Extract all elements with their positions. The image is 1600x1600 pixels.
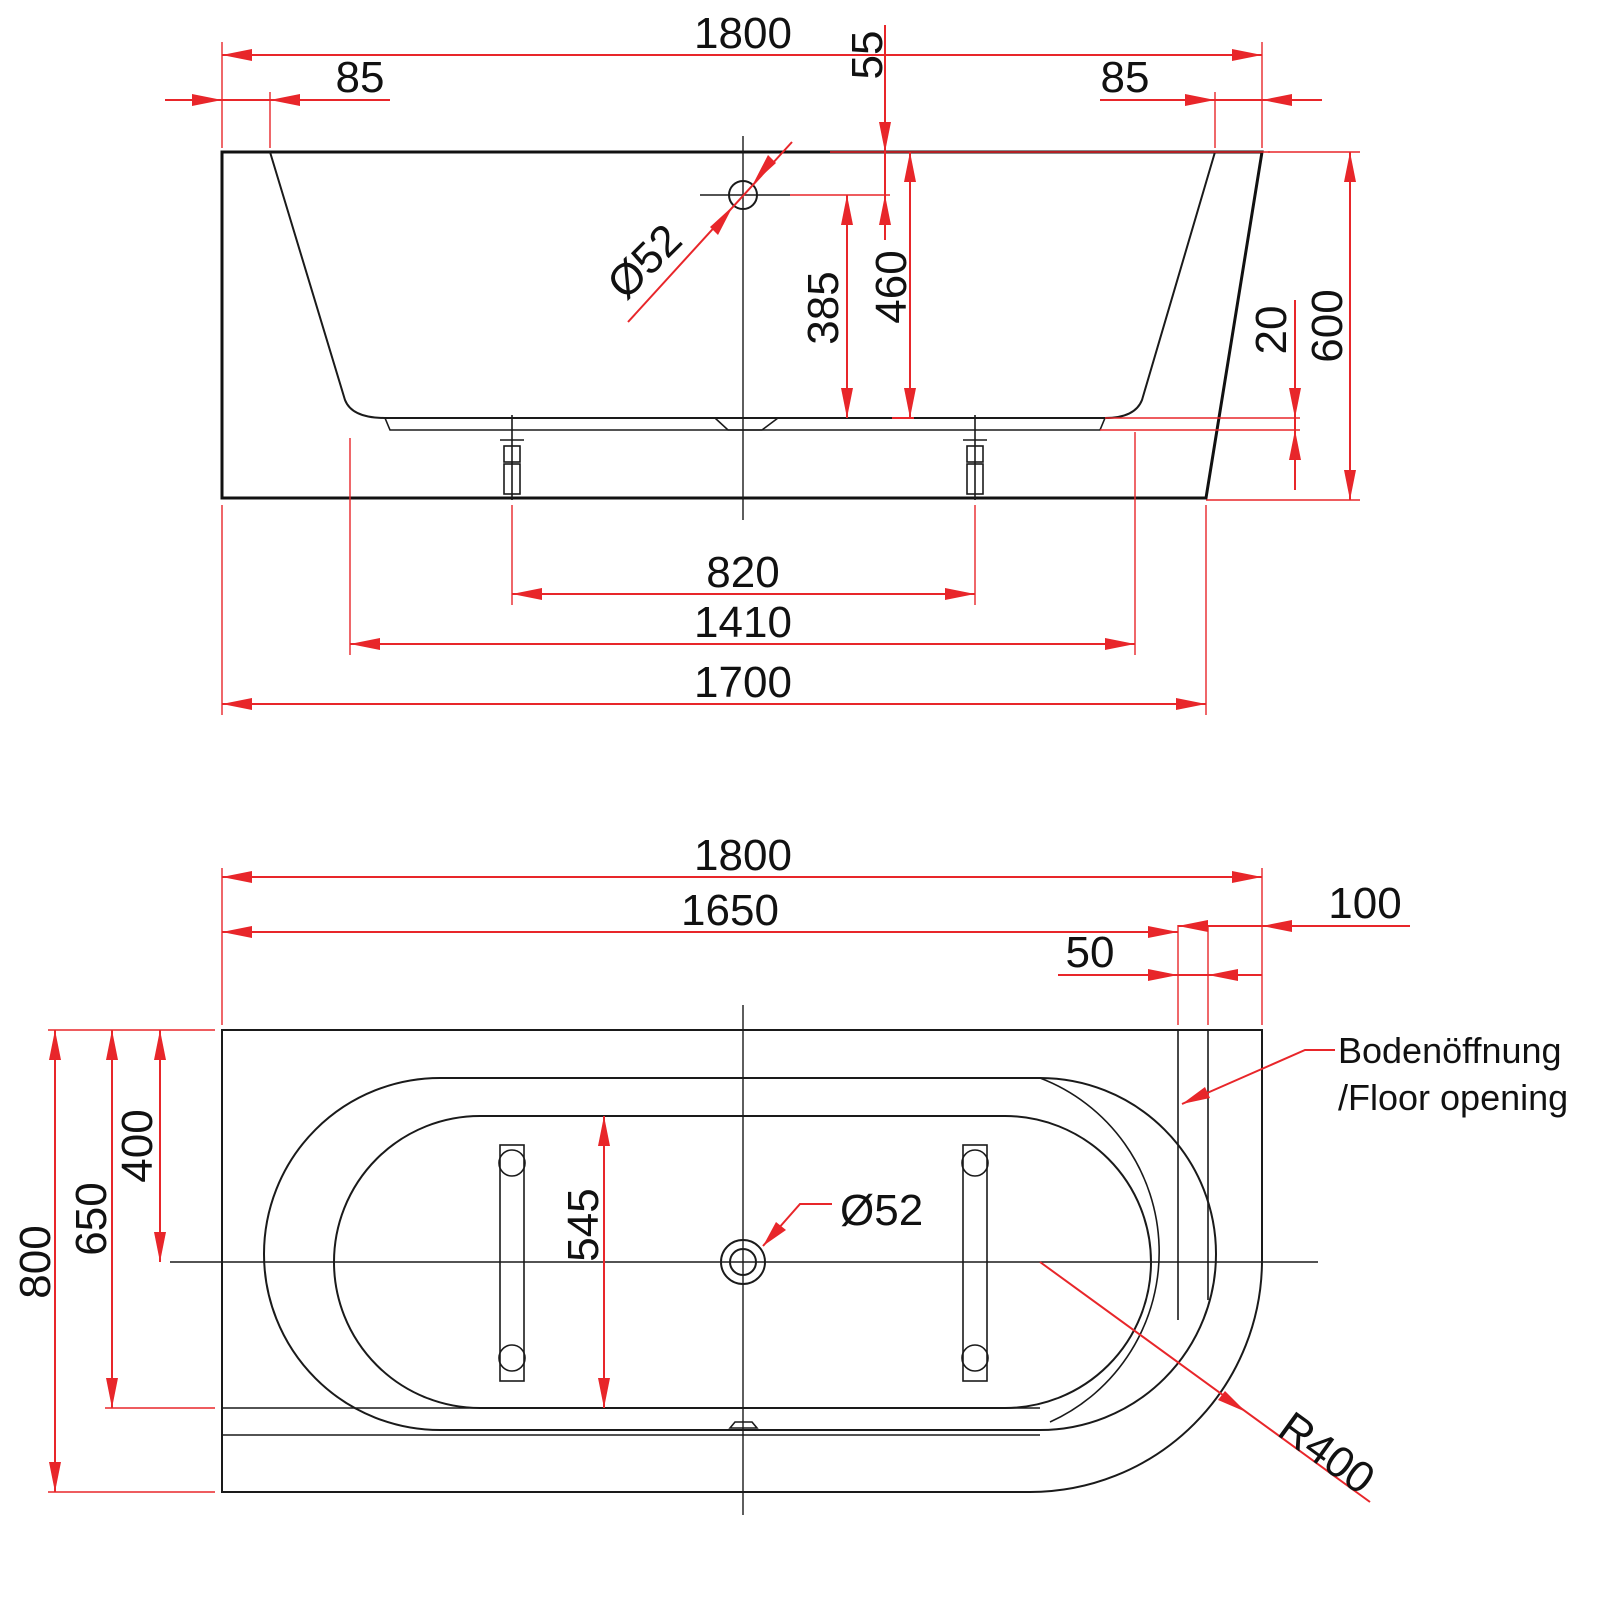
top-dim-50-label: 50 [1066, 928, 1115, 977]
top-view-outer-body [221, 1029, 1263, 1493]
top-dim-400-label: 400 [113, 1109, 162, 1182]
arrow [49, 1030, 61, 1060]
top-view-overflow [728, 1421, 759, 1429]
arrow [1262, 94, 1292, 106]
arrow [598, 1378, 610, 1408]
arrow [1185, 94, 1215, 106]
side-dim-820-label: 820 [706, 548, 779, 597]
arrow [222, 871, 252, 883]
arrow [945, 588, 975, 600]
side-view: 1800 85 85 55 Ø52 385 460 [165, 9, 1360, 715]
top-dim-radius-line [1039, 1261, 1371, 1503]
top-floor-opening-label-en: /Floor opening [1338, 1077, 1568, 1118]
top-dim-800-label: 800 [11, 1225, 60, 1298]
side-view-outer-body [220, 150, 1264, 500]
arrow [904, 388, 916, 418]
arrow [1218, 1391, 1246, 1412]
arrow [350, 638, 380, 650]
top-view-rim-inner [1039, 1077, 1160, 1423]
side-dim-1410-label: 1410 [694, 598, 792, 647]
arrow [841, 195, 853, 225]
arrow [106, 1378, 118, 1408]
arrow [222, 926, 252, 938]
side-view-foot-right [963, 415, 987, 500]
arrow [1148, 969, 1178, 981]
side-dim-55-label: 55 [843, 31, 892, 80]
side-dim-85-left-label: 85 [336, 53, 385, 102]
side-dim-600-label: 600 [1303, 289, 1352, 362]
arrow [222, 49, 252, 61]
arrow [753, 155, 776, 184]
side-view-drain-bump [714, 417, 779, 431]
arrow [222, 698, 252, 710]
arrow [1289, 388, 1301, 418]
arrow [192, 94, 222, 106]
top-dim-drain-label: Ø52 [840, 1186, 923, 1235]
arrow [879, 122, 891, 152]
arrow [1262, 920, 1292, 932]
arrow [1344, 152, 1356, 182]
top-dim-650-label: 650 [67, 1182, 116, 1255]
side-view-inner-basin [269, 151, 1216, 419]
side-dim-1800-label: 1800 [694, 9, 792, 58]
top-dim-radius-label: R400 [1270, 1403, 1384, 1504]
top-dim-1650-label: 1650 [681, 886, 779, 935]
arrow [841, 388, 853, 418]
arrow [763, 1222, 786, 1246]
arrow [270, 94, 300, 106]
arrow [1232, 49, 1262, 61]
arrow [512, 588, 542, 600]
arrow [879, 195, 891, 225]
arrow [1182, 1087, 1210, 1104]
side-dim-20-label: 20 [1247, 306, 1296, 355]
arrow [1176, 698, 1206, 710]
side-dim-385-label: 385 [799, 271, 848, 344]
arrow [1208, 969, 1238, 981]
arrow [1148, 926, 1178, 938]
arrow [106, 1030, 118, 1060]
top-dim-545-label: 545 [559, 1188, 608, 1261]
top-view-foot-rail-left [498, 1144, 526, 1382]
top-dim-100-label: 100 [1328, 879, 1401, 928]
top-view-rim [263, 1077, 1217, 1431]
top-dim-1800-label: 1800 [694, 831, 792, 880]
top-view-foot-rail-right [961, 1144, 989, 1382]
arrow [154, 1232, 166, 1262]
side-dim-drain-label: Ø52 [598, 215, 691, 308]
arrow [49, 1462, 61, 1492]
side-dim-1700-label: 1700 [694, 658, 792, 707]
arrow [598, 1116, 610, 1146]
arrow [154, 1030, 166, 1060]
arrow [904, 152, 916, 182]
side-dim-460-label: 460 [867, 250, 916, 323]
top-view-basin [333, 1115, 1152, 1409]
side-view-foot-left [500, 415, 524, 500]
arrow [1178, 920, 1208, 932]
side-view-base-plate [384, 417, 1106, 431]
arrow [710, 206, 733, 235]
top-view: 1800 1650 100 50 800 650 400 [11, 831, 1568, 1515]
arrow [1105, 638, 1135, 650]
top-dim-drain-leader [762, 1203, 832, 1247]
top-floor-opening-leader [1181, 1049, 1335, 1105]
side-view-extension-lines [221, 42, 1360, 715]
arrow [1232, 871, 1262, 883]
arrow [1289, 430, 1301, 460]
side-dim-85-right-label: 85 [1101, 53, 1150, 102]
arrow [1344, 470, 1356, 500]
top-floor-opening-label-de: Bodenöffnung [1338, 1030, 1562, 1071]
